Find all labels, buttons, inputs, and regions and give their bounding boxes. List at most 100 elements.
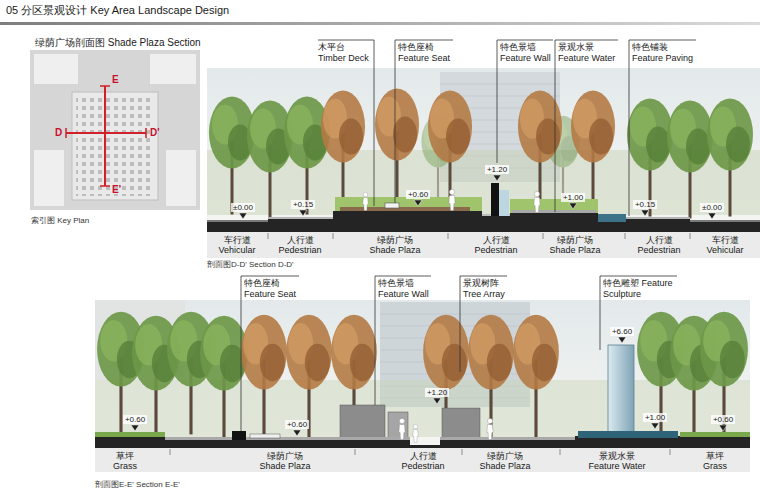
section-e-illustration [442,408,480,440]
section-letter: D [55,127,62,139]
zone-label: 绿荫广场 Shade Plaza [478,451,532,472]
section-d-illustration [499,190,509,216]
figure-caption: 剖面图E-E' Section E-E' [95,480,180,490]
elevation-triangle [239,213,247,219]
section-e-illustration [399,418,405,439]
section-d-illustration [534,191,540,212]
leader-line [460,276,507,372]
key-plan [66,86,146,186]
callout-label: 木平台 Timber Deck [318,42,371,64]
section-d-illustration [385,203,399,208]
zone-label: 绿荫广场 Shade Plaza [368,235,422,256]
elevation-triangle [299,210,307,216]
elevation-mark: +1.00 [643,413,667,422]
key-plan [30,50,200,210]
zone-label: 车行道 Vehicular [705,235,745,256]
section-d-illustration [707,99,753,217]
section-e-illustration [95,300,750,448]
leader-line [395,40,453,203]
section-d-illustration [571,91,615,209]
elevation-triangle [569,203,577,209]
section-letter: E' [112,184,121,196]
zone-label: 草坪 Grass [702,451,729,472]
elevation-mark: +0.15 [633,200,657,209]
section-d-illustration [598,214,626,222]
section-e-illustration [440,437,575,440]
key-plan [34,150,64,206]
elevation-triangle [414,200,422,206]
section-d-illustration [690,220,760,222]
leader-line [629,40,696,216]
callout-label: 景观树阵 Tree Array [463,278,507,300]
section-d-illustration [207,68,760,232]
elevation-mark: ±0.00 [231,203,255,212]
elevation-mark: +0.15 [291,200,315,209]
elevation-triangle [433,398,441,404]
callout-label: 特色雕塑 Feature Sculpture [603,278,677,300]
leader-line [497,40,553,163]
elevation-triangle [618,337,626,343]
figure-caption: 剖面图D-D' Section D-D' [207,260,294,270]
section-d-illustration [207,211,760,232]
section-d-illustration [363,192,368,210]
section-e-illustration [165,437,410,440]
section-d-illustration [335,197,482,211]
elevation-mark: +6.60 [610,327,634,336]
zone-label: 人行道 Pedestrian [400,451,446,472]
section-letter: D' [150,127,160,139]
zone-label: 草坪 Grass [112,451,139,472]
section-e-illustration [487,418,493,439]
section-d-illustration [268,233,690,239]
section-d-illustration [375,89,419,207]
section-e-illustration [232,431,246,440]
section-e-illustration [680,432,750,437]
section-d-illustration [627,99,673,217]
section-e-illustration [700,312,748,435]
key-plan [150,54,196,84]
callout-label: 景观水景 Feature Water [558,42,618,64]
section-d-illustration [268,217,333,219]
elevation-mark: +0.60 [406,190,430,199]
callout-label: 特色铺装 Feature Paving [632,42,696,64]
section-d-illustration [667,101,713,219]
figure-caption: 索引图 Key Plan [31,216,89,226]
elevation-triangle [651,423,659,429]
elevation-triangle [293,430,301,436]
section-d-illustration [449,189,455,210]
section-heading: 绿荫广场剖面图 Shade Plaza Section [35,37,201,49]
elevation-mark: +1.20 [485,165,509,174]
zone-label: 绿荫广场 Shade Plaza [548,235,602,256]
header-rule [0,22,760,25]
key-plan [76,96,154,196]
elevation-triangle [641,210,649,216]
elevation-triangle [493,175,501,181]
leader-line [318,40,374,206]
key-plan [166,150,196,206]
section-e-illustration [95,432,165,437]
section-d-illustration [321,91,365,209]
callout-label: 特色景墙 Feature Wall [500,42,553,64]
section-e-illustration [340,405,385,440]
callout-leaders [241,40,696,431]
section-letter: E [112,74,119,86]
section-e-illustration [95,448,750,472]
elevation-triangle [131,425,139,431]
section-e-illustration [95,380,750,437]
callout-label: 特色座椅 Feature Seat [244,278,299,300]
key-plan [34,54,78,84]
section-e-illustration [95,300,750,472]
section-e-illustration [578,431,678,438]
zone-label: 景观水景 Feature Water [587,451,647,472]
section-e-illustration [388,412,408,440]
header-rule [0,22,760,25]
section-d-illustration [207,232,760,258]
elevation-mark: +0.60 [123,415,147,424]
section-d-illustration [207,220,268,222]
leader-line [555,40,618,212]
section-d-illustration [209,97,255,215]
key-plan [66,86,146,186]
zone-label: 车行道 Vehicular [217,235,257,256]
section-e-illustration [413,424,418,442]
section-d-illustration [626,217,690,219]
